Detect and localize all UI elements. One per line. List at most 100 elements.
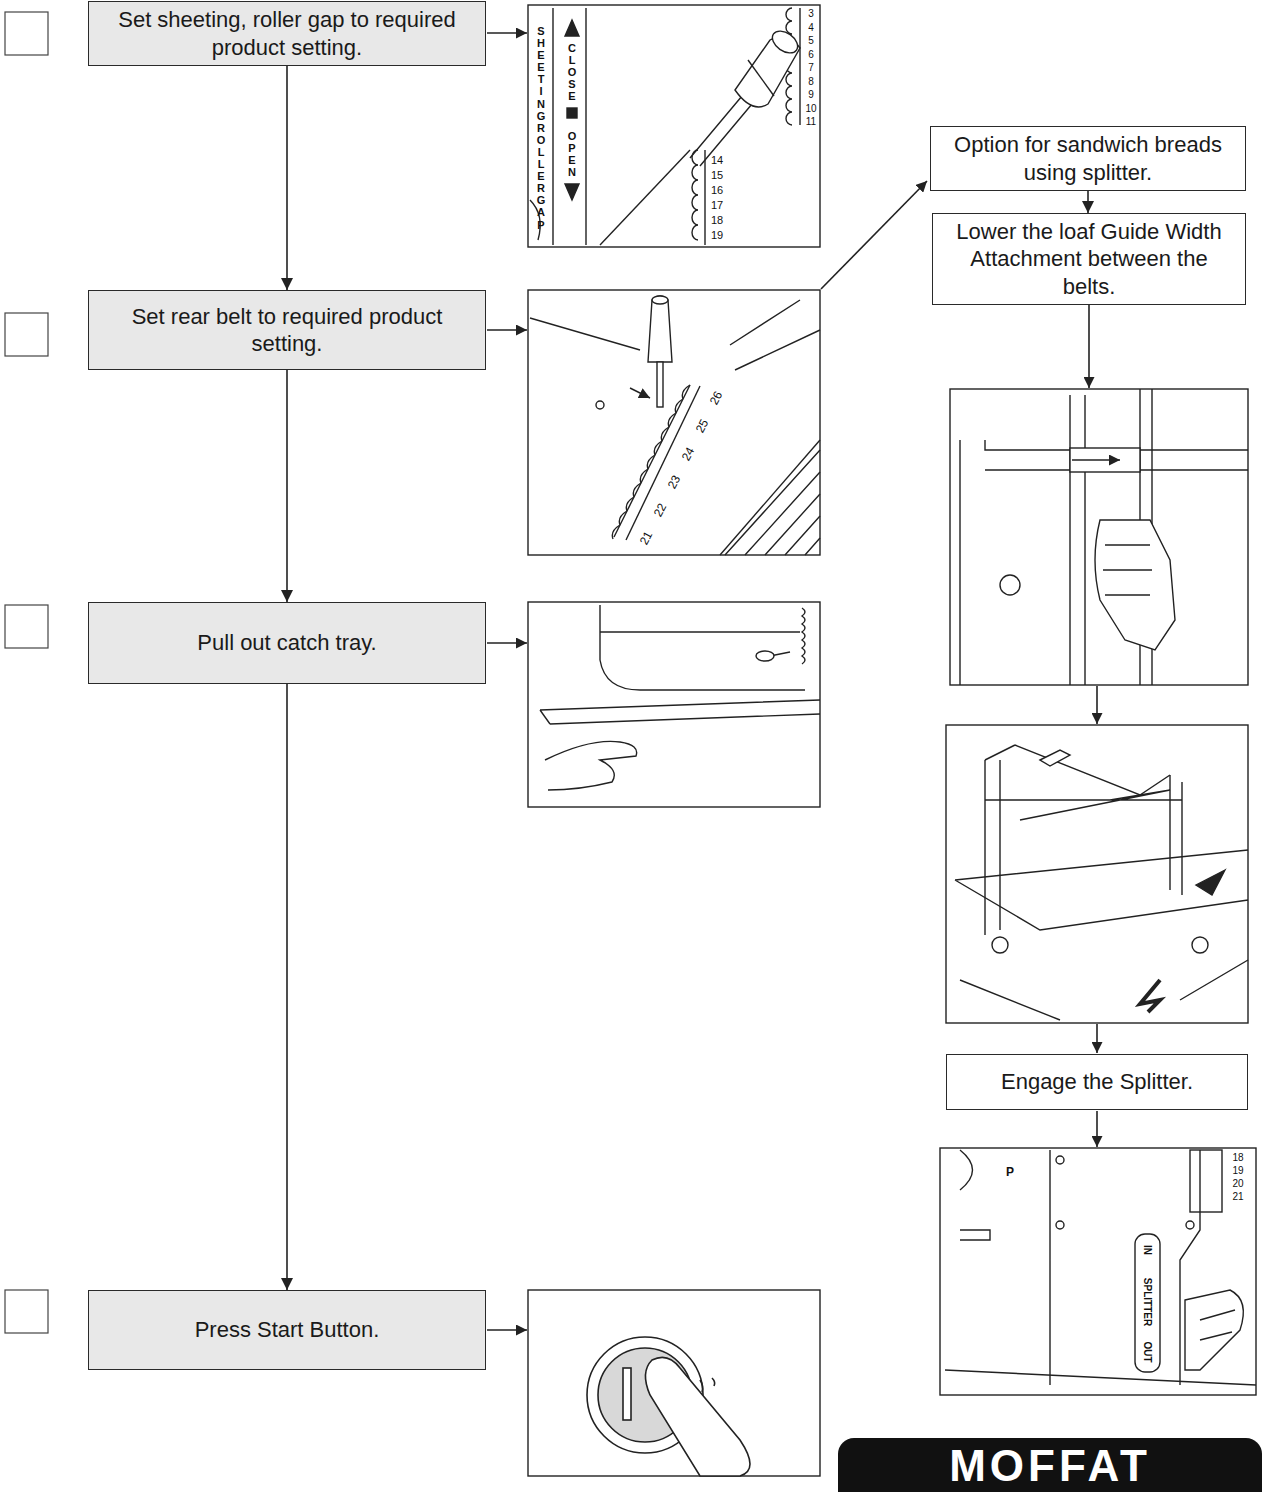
flow-connector [1087,191,1089,213]
guide-width-attachment-part [1095,520,1175,650]
scale-number: 9 [808,90,814,100]
option-step-box: Engage the Splitter. [946,1054,1248,1110]
guide-frame-part [985,760,1182,935]
splitter-lever-part [960,1150,990,1240]
checkbox [5,12,48,1333]
splitter-lever-part [1056,1156,1064,1164]
roller-gap-lever-part [690,96,752,166]
pointer-arrow-part [821,181,927,289]
step-text: Set sheeting, roller gap to required pro… [99,6,475,61]
catch-tray [540,605,820,790]
pointer-arrow-part [487,32,527,34]
guide-width-attachment-part [960,395,1085,685]
roller-gap-lever-part [692,150,698,240]
lever-label: SPLITTER [1142,1278,1152,1326]
scale-number: 18 [1232,1153,1243,1163]
process-step-box: Pull out catch tray. [88,602,486,684]
checkbox-part [5,12,48,55]
catch-tray-part [756,651,774,661]
pointer-arrow-part [1096,1111,1098,1147]
rear-belt-lever-part [725,450,820,555]
start-button-part [700,1378,715,1392]
illustration-frame-part [528,1290,820,1476]
guide-frame-part [992,937,1008,953]
rear-belt-lever-part [626,386,700,540]
scale-number: 14 [711,155,723,166]
roller-gap-lever-part [565,184,579,200]
process-step-box: Press Start Button. [88,1290,486,1370]
roller-gap-lever-part [748,60,774,96]
guide-frame-part [1140,980,1160,1012]
splitter-lever-part [1186,1221,1194,1229]
step-text: Lower the loaf Guide Width Attachment be… [943,218,1235,300]
brand-logo: MOFFAT [949,1444,1151,1488]
splitter-lever-part [1185,1290,1243,1370]
guide-frame-part [955,850,1248,930]
scale-number: 25 [694,417,711,434]
roller-gap-lever-part [552,8,553,245]
guide-width-attachment [960,389,1248,685]
scale-number: 20 [1232,1179,1243,1189]
guide-frame-part [1040,750,1070,766]
scale-number: 7 [808,63,814,73]
pointer-arrow-part [487,329,527,331]
guide-width-attachment-part [1072,459,1120,460]
guide-frame-part [985,790,1182,820]
pointer-arrow-part [1096,1024,1098,1053]
scale-number: 16 [711,185,723,196]
guide-frame-part [985,745,1170,795]
start-button-part [645,1357,750,1476]
scale-number: 11 [806,117,816,127]
rear-belt-lever-part [720,440,820,555]
guide-frame-part [1196,870,1225,895]
scale-number: 22 [652,501,669,518]
rear-belt-lever [530,296,820,555]
scale-number: 23 [666,473,683,490]
illustration-frame-part [940,1148,1256,1395]
rear-belt-lever-part [530,318,640,350]
roller-gap-lever-part [567,108,577,118]
step-text: Set rear belt to required product settin… [99,303,475,358]
rear-belt-lever-part [652,296,668,304]
rear-belt-lever-part [730,300,820,370]
step-text: Pull out catch tray. [197,629,376,656]
guide-frame [955,745,1248,1020]
scale-number: 8 [808,77,814,87]
scale-title: SHEETING ROLLER GAP [537,25,546,231]
roller-gap-lever-part [768,27,801,58]
direction-label: OUT [1142,1341,1152,1362]
catch-tray-part [600,605,805,690]
process-step-box: Set sheeting, roller gap to required pro… [88,1,486,66]
panel-letter: P [1006,1166,1014,1178]
flow-connector [286,66,288,290]
flow-connector [286,370,288,602]
splitter-lever [945,1150,1256,1385]
splitter-lever-part [1135,1234,1160,1372]
step-text: Engage the Splitter. [1001,1068,1193,1095]
option-step-box: Lower the loaf Guide Width Attachment be… [932,213,1246,305]
step-text: Press Start Button. [195,1316,380,1343]
scale-number: 15 [711,170,723,181]
illustration-frame-part [950,389,1248,685]
pointer-arrow-part [1096,686,1098,724]
illustration-frame-part [528,5,820,247]
illustration-frame-part [528,602,820,807]
catch-tray-part [600,631,800,632]
splitter-lever-part [1056,1221,1064,1229]
scale-number: 21 [1232,1192,1243,1202]
scale-number: 26 [708,389,725,406]
checkbox-part [5,1290,48,1333]
pointer-arrow-part [487,642,527,644]
scale-number: 18 [711,215,723,226]
pointer-arrow-part [487,1329,527,1331]
scale-number: 24 [680,445,697,462]
guide-frame-part [1192,937,1208,953]
splitter-lever-part [1190,1150,1222,1212]
scale-number: 21 [638,529,655,546]
catch-tray-part [802,608,805,664]
rear-belt-lever-part [614,385,690,537]
roller-gap-lever-part [565,20,579,36]
start-button [587,1337,750,1476]
checkbox-part [5,605,48,648]
